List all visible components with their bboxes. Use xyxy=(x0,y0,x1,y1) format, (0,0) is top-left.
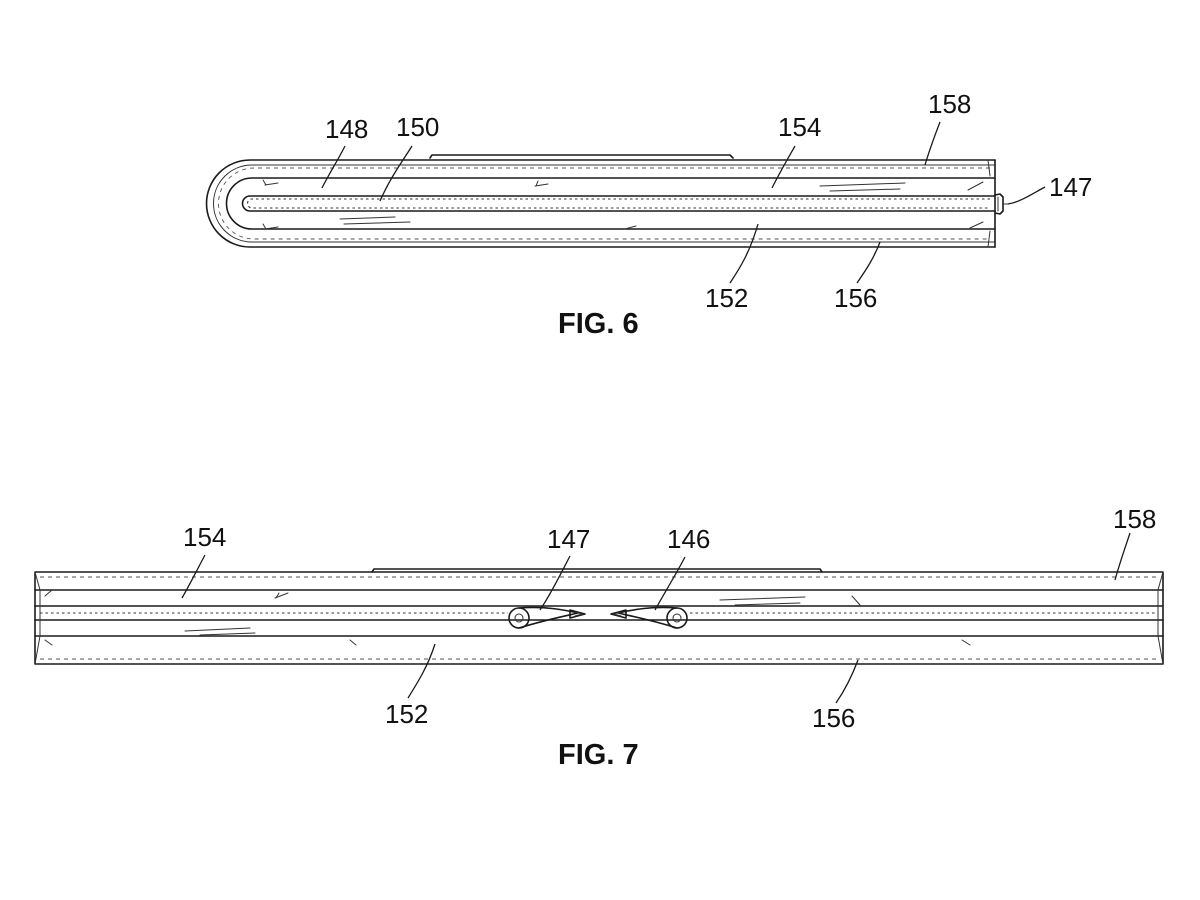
fig7-label-156: 156 xyxy=(812,703,855,733)
fig6-label-148: 148 xyxy=(325,114,368,144)
valve-connector xyxy=(508,606,688,629)
fig7-labels: 154 147 146 158 152 156 xyxy=(183,504,1156,733)
fig6-drawing xyxy=(205,154,1009,248)
fig7-label-158: 158 xyxy=(1113,504,1156,534)
fig7-leader-lines xyxy=(181,532,1131,704)
fig7-label-154: 154 xyxy=(183,522,226,552)
fig7-caption: FIG. 7 xyxy=(558,739,639,771)
fig7-drawing xyxy=(34,568,1164,665)
fig7-label-147: 147 xyxy=(547,524,590,554)
fig6-labels: 148 150 154 158 147 152 156 xyxy=(325,89,1092,313)
fig6-label-152: 152 xyxy=(705,283,748,313)
fig6-leader-lines xyxy=(321,121,1046,284)
fig6-label-150: 150 xyxy=(396,112,439,142)
fig6-label-154: 154 xyxy=(778,112,821,142)
fig6-label-147: 147 xyxy=(1049,172,1092,202)
fig6-caption: FIG. 6 xyxy=(558,308,639,340)
fig7-label-152: 152 xyxy=(385,699,428,729)
fig7-label-146: 146 xyxy=(667,524,710,554)
fig6-label-156: 156 xyxy=(834,283,877,313)
fig6-label-158: 158 xyxy=(928,89,971,119)
